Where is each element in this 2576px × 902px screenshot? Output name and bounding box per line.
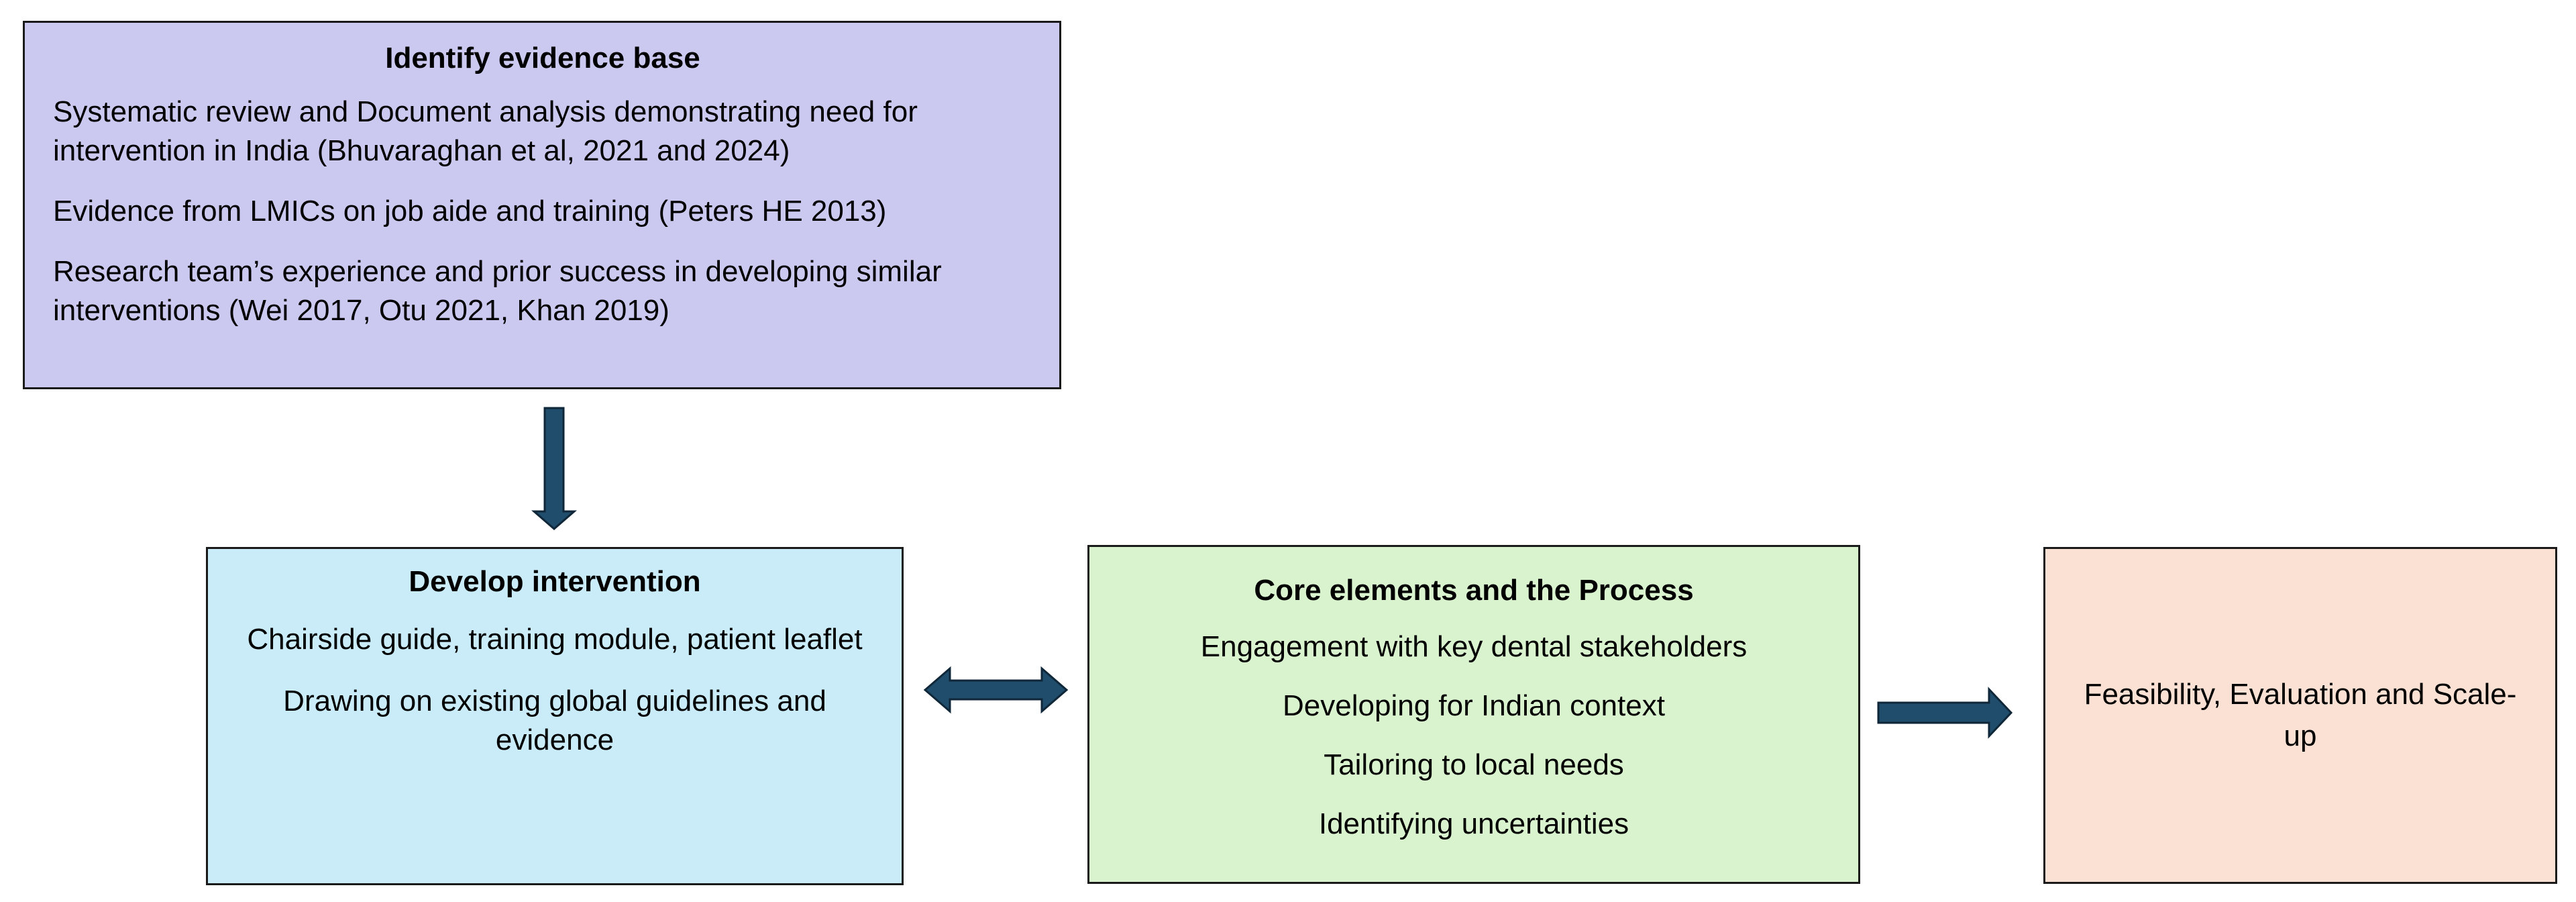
- core-item-2: Developing for Indian context: [1283, 689, 1665, 722]
- feasibility-text: Feasibility, Evaluation and Scale-up: [2084, 678, 2517, 752]
- develop-intervention-title: Develop intervention: [409, 565, 701, 598]
- core-item-1: Engagement with key dental stakeholders: [1200, 630, 1748, 663]
- double-arrow-icon: [923, 666, 1069, 714]
- right-arrow-icon: [1877, 687, 2013, 739]
- feasibility-box: Feasibility, Evaluation and Scale-up: [2043, 547, 2557, 884]
- evidence-item-3: Research team’s experience and prior suc…: [53, 255, 942, 327]
- develop-item-2: Drawing on existing global guidelines an…: [283, 685, 826, 756]
- core-item-4: Identifying uncertainties: [1318, 807, 1629, 840]
- evidence-base-title: Identify evidence base: [385, 42, 700, 74]
- evidence-item-2: Evidence from LMICs on job aide and trai…: [53, 195, 887, 228]
- develop-intervention-box: Develop intervention Chairside guide, tr…: [206, 547, 904, 885]
- core-item-3: Tailoring to local needs: [1324, 748, 1624, 781]
- develop-item-1: Chairside guide, training module, patien…: [247, 623, 863, 656]
- evidence-item-1: Systematic review and Document analysis …: [53, 95, 918, 167]
- down-arrow-icon: [531, 407, 578, 530]
- evidence-base-box: Identify evidence base Systematic review…: [23, 21, 1061, 389]
- core-elements-box: Core elements and the Process Engagement…: [1087, 545, 1860, 884]
- core-elements-title: Core elements and the Process: [1254, 574, 1694, 607]
